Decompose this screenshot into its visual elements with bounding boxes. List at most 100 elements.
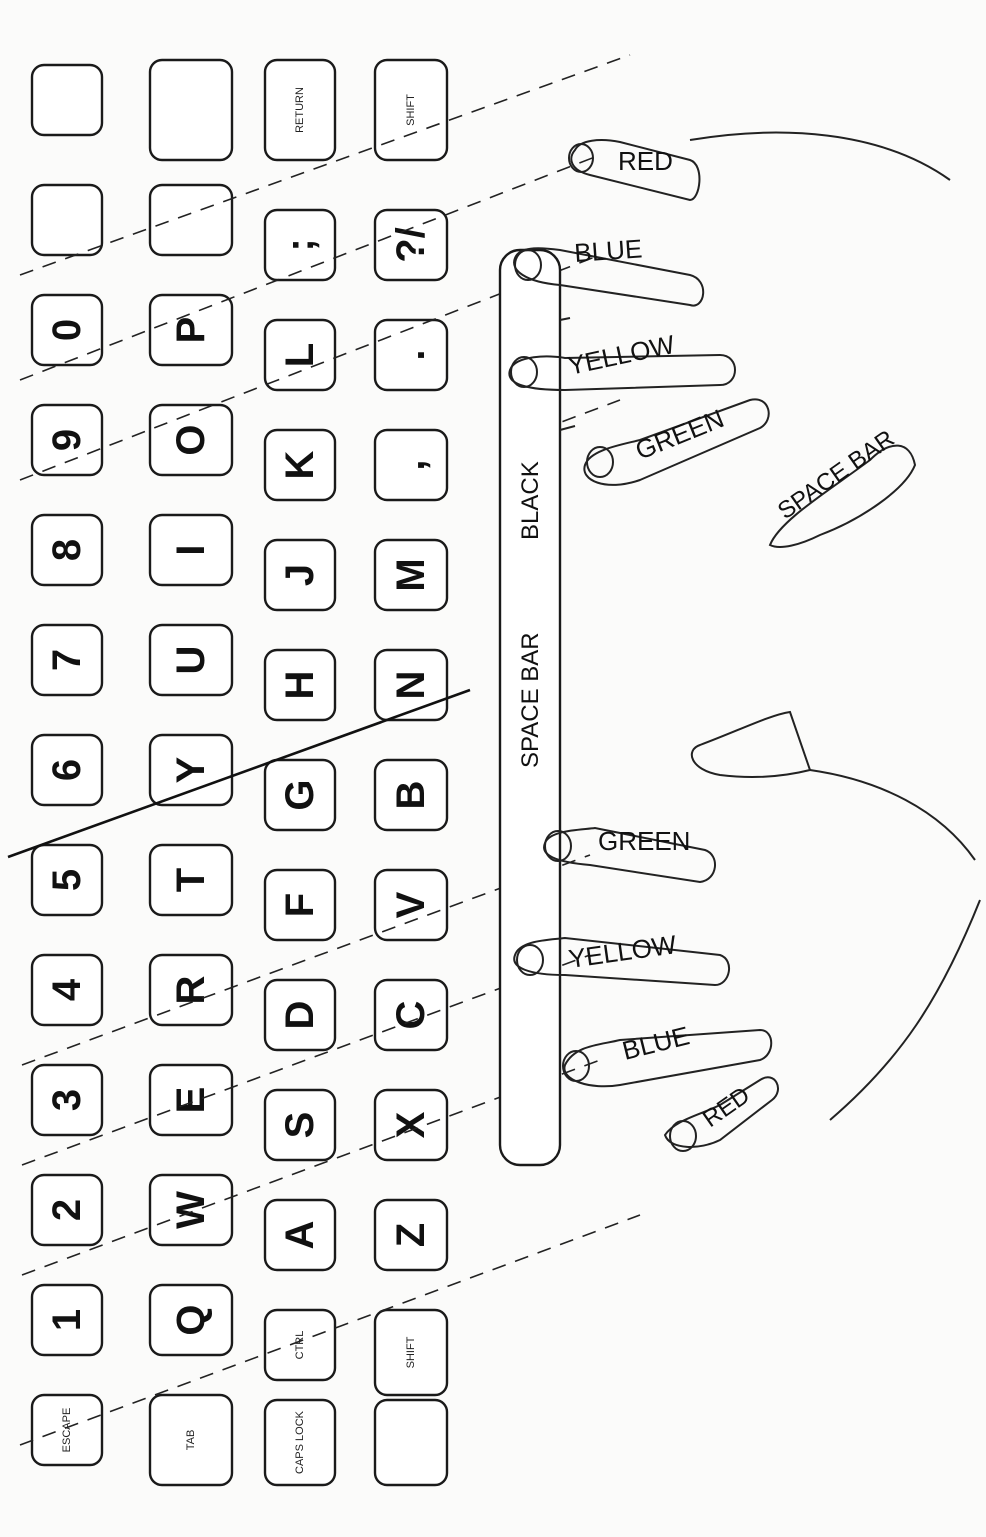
key-label: 0	[45, 319, 89, 341]
key-label: P	[169, 317, 213, 344]
key-tab-r1c0: TAB	[150, 1395, 232, 1485]
key-f-r2c5: F	[265, 870, 335, 940]
key-blank-r1c12	[150, 60, 232, 160]
key-label: L	[278, 343, 322, 367]
key-label: N	[389, 671, 433, 700]
key-label: W	[169, 1191, 213, 1229]
key-label: J	[278, 564, 322, 586]
key-label: 3	[45, 1089, 89, 1111]
key-label: E	[169, 1087, 213, 1114]
key-blank-r0c12	[32, 65, 102, 135]
key-h-r2c7: H	[265, 650, 335, 720]
key-label: RETURN	[294, 87, 306, 133]
key-blank-r1c11	[150, 185, 232, 255]
key-shift-r3c12: SHIFT	[375, 60, 447, 160]
key-label: I	[169, 544, 213, 555]
key-label: K	[278, 450, 322, 479]
key-blank-r0c11	[32, 185, 102, 255]
key-7-r0c7: 7	[32, 625, 102, 695]
space-bar-label: SPACE BAR	[517, 632, 544, 768]
key-n-r3c7: N	[375, 650, 447, 720]
key-label: S	[278, 1112, 322, 1139]
key-2-r0c2: 2	[32, 1175, 102, 1245]
key-8-r0c8: 8	[32, 515, 102, 585]
key-label: 1	[45, 1309, 89, 1331]
key-caps-lock-r2c0: CAPS LOCK	[265, 1400, 335, 1485]
key-symbol-r2c11: ;	[265, 210, 335, 280]
key-q-r1c1: Q	[150, 1285, 232, 1355]
key-label: TAB	[185, 1430, 197, 1451]
key-label: ?/	[389, 227, 433, 263]
key-label: 4	[45, 978, 89, 1001]
key-o-r1c9: O	[150, 405, 232, 475]
key-escape-r0c0: ESCAPE	[32, 1395, 102, 1465]
key-g-r2c6: G	[265, 760, 335, 830]
key-label: 7	[45, 649, 89, 671]
key-label: G	[278, 779, 322, 810]
right-middle-finger-label: YELLOW	[565, 329, 678, 381]
key-label: C	[389, 1001, 433, 1030]
key-y-r1c6: Y	[150, 735, 232, 805]
key-label: SHIFT	[405, 1336, 417, 1368]
key-t-r1c5: T	[150, 845, 232, 915]
key-k-r2c9: K	[265, 430, 335, 500]
key-label: 6	[45, 759, 89, 781]
key-symbol-r3c11: ?/	[375, 210, 447, 280]
key-9-r0c9: 9	[32, 405, 102, 475]
key-label: X	[389, 1111, 433, 1138]
key-shift-r3c1: SHIFT	[375, 1310, 447, 1395]
key-return-r2c12: RETURN	[265, 60, 335, 160]
key-label: O	[169, 424, 213, 455]
key-label: Q	[169, 1304, 213, 1335]
key-label: CTRL	[294, 1331, 306, 1360]
key-label: R	[169, 975, 213, 1004]
key-1-r0c1: 1	[32, 1285, 102, 1355]
key-label: V	[389, 891, 433, 918]
key-label: CAPS LOCK	[294, 1410, 306, 1474]
key-p-r1c10: P	[150, 295, 232, 365]
key-symbol-r3c9: ,	[375, 430, 447, 500]
key-label: B	[389, 781, 433, 810]
key-label: ,	[389, 459, 433, 470]
key-z-r3c2: Z	[375, 1200, 447, 1270]
key-label: T	[169, 868, 213, 892]
key-d-r2c4: D	[265, 980, 335, 1050]
key-s-r2c3: S	[265, 1090, 335, 1160]
left-hand	[514, 712, 980, 1151]
key-label: U	[169, 646, 213, 675]
key-x-r3c3: X	[375, 1090, 447, 1160]
key-label: 8	[45, 539, 89, 561]
key-label: ESCAPE	[61, 1408, 73, 1453]
key-l-r2c10: L	[265, 320, 335, 390]
left-index-finger-label: GREEN	[598, 826, 690, 856]
key-m-r3c8: M	[375, 540, 447, 610]
key-label: F	[278, 893, 322, 917]
key-blank-r3c0	[375, 1400, 447, 1485]
key-ctrl-r2c1: CTRL	[265, 1310, 335, 1380]
key-symbol-r3c10: .	[375, 320, 447, 390]
key-4-r0c4: 4	[32, 955, 102, 1025]
key-label: D	[278, 1001, 322, 1030]
key-5-r0c5: 5	[32, 845, 102, 915]
right-index-finger-label: GREEN	[631, 403, 728, 465]
key-label: M	[389, 558, 433, 591]
space-bar-color-label: BLACK	[517, 461, 544, 540]
right-thumb-label: SPACE BAR	[773, 425, 900, 525]
key-b-r3c6: B	[375, 760, 447, 830]
key-6-r0c6: 6	[32, 735, 102, 805]
key-j-r2c8: J	[265, 540, 335, 610]
key-c-r3c4: C	[375, 980, 447, 1050]
key-w-r1c2: W	[150, 1175, 232, 1245]
key-e-r1c3: E	[150, 1065, 232, 1135]
key-label: 5	[45, 869, 89, 891]
key-label: Z	[389, 1223, 433, 1247]
left-middle-finger-label: YELLOW	[567, 929, 679, 974]
right-ring-finger-label: BLUE	[573, 233, 643, 268]
key-r-r1c4: R	[150, 955, 232, 1025]
key-label: Y	[169, 756, 213, 783]
key-label: .	[389, 349, 433, 360]
key-label: A	[278, 1221, 322, 1250]
key-i-r1c8: I	[150, 515, 232, 585]
key-v-r3c5: V	[375, 870, 447, 940]
